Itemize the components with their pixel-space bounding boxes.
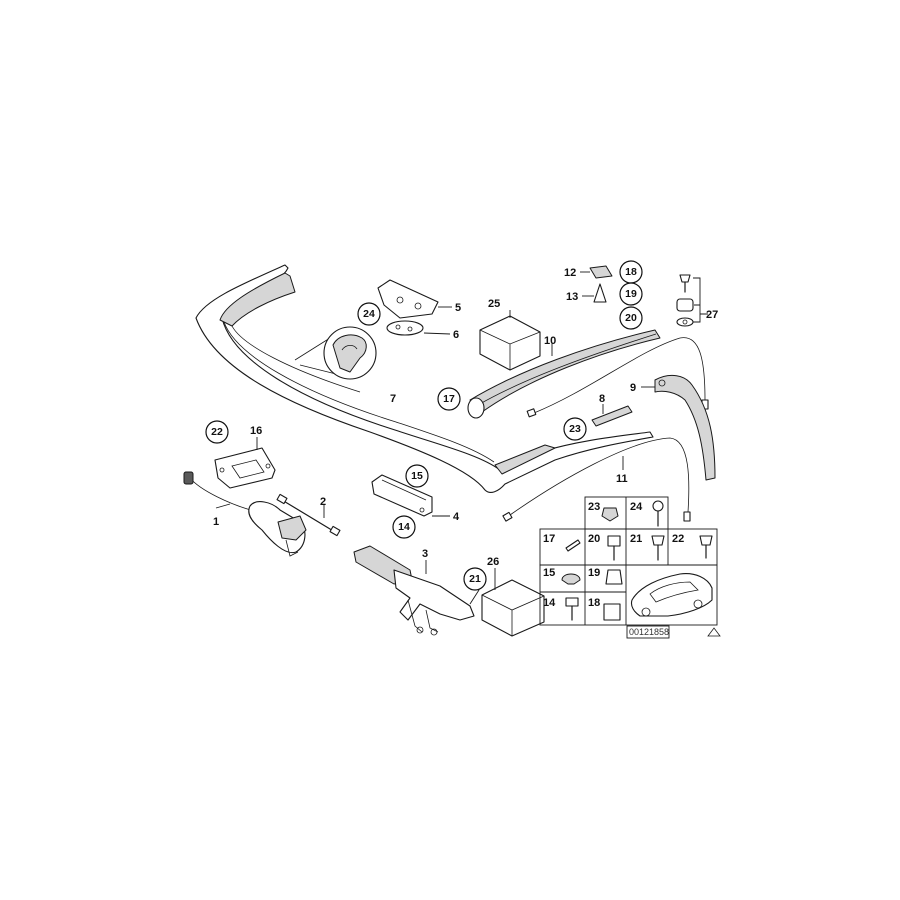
grid-label-20: 20 — [588, 533, 600, 545]
box-26 — [481, 568, 545, 637]
callout-13: 13 — [566, 291, 578, 303]
callout-26: 26 — [487, 556, 499, 568]
circled-18: 18 — [625, 266, 637, 278]
nut-19-icon — [605, 569, 623, 585]
strip-8 — [591, 404, 633, 427]
screw-24-icon — [652, 500, 664, 512]
reference-number-box — [626, 625, 670, 639]
grid-label-18: 18 — [588, 597, 600, 609]
clip-12 — [580, 265, 613, 279]
cable-harness-upper — [526, 337, 709, 418]
grid-label-17: 17 — [543, 533, 555, 545]
nut-23-icon — [601, 507, 619, 522]
circled-21: 21 — [469, 573, 481, 585]
callout-3: 3 — [422, 548, 428, 560]
rod-2 — [276, 493, 341, 537]
callout-5: 5 — [455, 302, 461, 314]
grid-label-15: 15 — [543, 567, 555, 579]
callout-1: 1 — [213, 516, 219, 528]
latch-4 — [371, 474, 450, 517]
grid-label-24: 24 — [630, 501, 643, 513]
grommet-18-icon — [603, 603, 621, 621]
callout-27: 27 — [706, 309, 718, 321]
linkage-assembly-3 — [353, 545, 475, 636]
callout-6: 6 — [453, 329, 459, 341]
grid-label-22: 22 — [672, 533, 684, 545]
circled-14: 14 — [398, 521, 410, 533]
bolt-14-icon — [565, 597, 579, 607]
fastener-stack-27 — [676, 274, 708, 327]
circled-callouts: 22 24 17 18 19 20 23 15 14 21 — [205, 260, 643, 605]
drive-motor-1 — [183, 471, 307, 557]
callout-7: 7 — [390, 393, 396, 405]
circled-22: 22 — [211, 426, 223, 438]
roof-cover-panel — [195, 264, 654, 493]
bracket-16 — [214, 437, 276, 489]
clip-15-icon — [561, 573, 581, 585]
callout-9: 9 — [630, 382, 636, 394]
screw-22-icon — [699, 535, 713, 546]
bolt-20-icon — [607, 535, 621, 547]
cable-harness-11 — [502, 437, 691, 522]
triangle-icon — [707, 627, 721, 637]
callout-12: 12 — [564, 267, 576, 279]
side-trim-9 — [641, 374, 716, 481]
callout-8: 8 — [599, 393, 605, 405]
grid-label-19: 19 — [588, 567, 600, 579]
circled-15: 15 — [411, 470, 423, 482]
callout-4: 4 — [453, 511, 460, 523]
fastener-grid: 23 24 17 20 21 22 15 19 14 18 00121858 — [539, 496, 721, 639]
grid-label-21: 21 — [630, 533, 642, 545]
circled-24: 24 — [363, 308, 375, 320]
grid-label-14: 14 — [543, 597, 556, 609]
circled-17: 17 — [443, 393, 455, 405]
callout-11: 11 — [616, 473, 628, 485]
circled-20: 20 — [625, 312, 637, 324]
box-25 — [479, 310, 541, 371]
circled-19: 19 — [625, 288, 637, 300]
callout-2: 2 — [320, 496, 326, 508]
callout-16: 16 — [250, 425, 262, 437]
pin-17-icon — [565, 539, 581, 552]
screw-21-icon — [651, 535, 665, 546]
callout-10: 10 — [544, 335, 556, 347]
callout-labels: 1 2 3 4 5 6 7 8 9 10 11 12 13 16 25 26 2… — [213, 267, 718, 568]
reference-number: 00121858 — [629, 627, 669, 637]
bracket-5 — [377, 279, 452, 319]
clip-13 — [582, 283, 607, 303]
grid-label-23: 23 — [588, 501, 600, 513]
seal-detail-magnifier — [294, 326, 377, 380]
callout-25: 25 — [488, 298, 500, 310]
gasket-6 — [386, 320, 451, 336]
circled-23: 23 — [569, 423, 581, 435]
car-thumbnail-icon — [630, 573, 713, 617]
strip-10 — [467, 329, 661, 419]
